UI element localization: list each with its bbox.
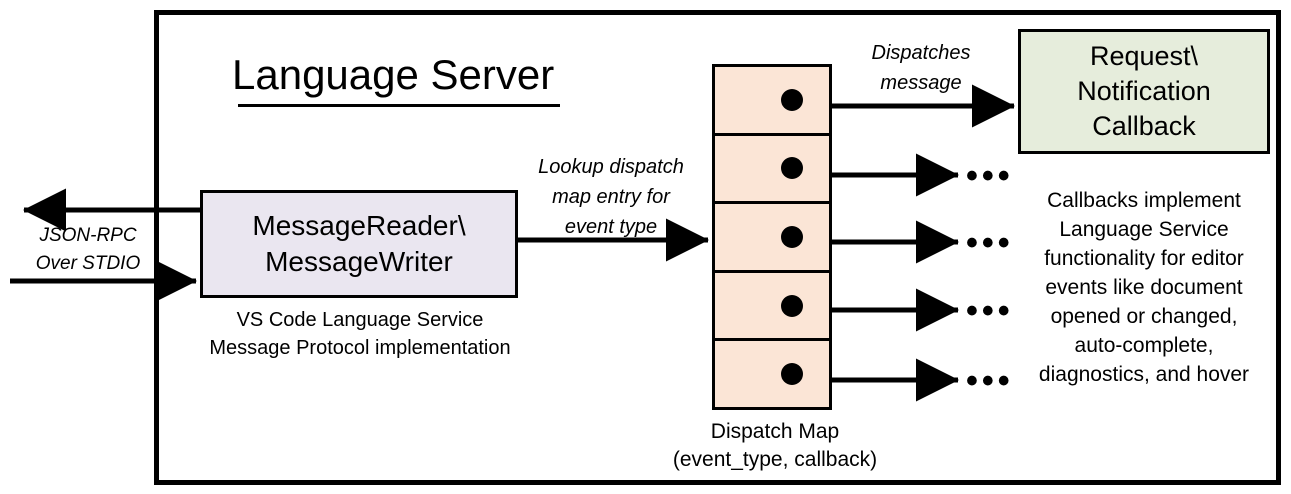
dispatch-map-row[interactable]	[715, 273, 829, 342]
dispatch-entry-dot-icon	[781, 363, 803, 386]
page-title-underline	[238, 104, 560, 107]
request-notification-callback-box[interactable]: Request\ Notification Callback	[1018, 29, 1270, 154]
dispatch-edge-label-line2: message	[880, 72, 962, 94]
dispatch-entry-dot-icon	[781, 157, 803, 180]
ellipsis-row-5: •••	[966, 362, 1014, 400]
callback-box-line3: Callback	[1092, 111, 1196, 141]
ellipsis-row-3: •••	[966, 224, 1014, 262]
callback-box-line2: Notification	[1077, 76, 1211, 106]
callback-caption-line5: opened or changed,	[1050, 305, 1238, 328]
dispatch-edge-label: Dispatches message	[826, 38, 1016, 98]
callback-caption-line2: Language Service	[1059, 218, 1229, 241]
callback-caption-line7: diagnostics, and hover	[1038, 363, 1250, 386]
callback-caption-line1: Callbacks implement	[1047, 189, 1241, 212]
message-reader-caption-line2: Message Protocol implementation	[209, 337, 511, 359]
dispatch-map-row[interactable]	[715, 136, 829, 205]
dispatch-entry-dot-icon	[781, 225, 803, 248]
callback-box-line1: Request\	[1089, 41, 1199, 71]
dispatch-edge-label-line1: Dispatches	[871, 42, 971, 64]
language-server-boundary	[154, 10, 1281, 485]
dispatch-map-row[interactable]	[715, 341, 829, 407]
message-reader-label: MessageReader\	[252, 210, 466, 241]
transport-label-line1: JSON-RPC	[39, 225, 137, 246]
dispatch-map-table[interactable]	[712, 64, 832, 410]
dispatch-map-caption-line1: Dispatch Map	[710, 420, 840, 443]
lookup-edge-label-line1: Lookup dispatch	[538, 156, 684, 178]
dispatch-map-row[interactable]	[715, 204, 829, 273]
message-writer-label: MessageWriter	[265, 246, 453, 277]
dispatch-map-caption: Dispatch Map (event_type, callback)	[640, 418, 910, 474]
ellipsis-row-2: •••	[966, 157, 1014, 195]
transport-label-line2: Over STDIO	[35, 253, 141, 274]
transport-label: JSON-RPC Over STDIO	[18, 222, 158, 278]
lookup-edge-label-line2: map entry for	[552, 186, 670, 208]
message-reader-caption: VS Code Language Service Message Protoco…	[190, 306, 530, 362]
dispatch-map-row[interactable]	[715, 67, 829, 136]
callback-caption-line4: events like document	[1045, 276, 1243, 299]
callback-caption: Callbacks implement Language Service fun…	[1010, 186, 1278, 389]
callback-caption-line6: auto-complete,	[1074, 334, 1214, 357]
callback-caption-line3: functionality for editor	[1044, 247, 1244, 270]
dispatch-entry-dot-icon	[781, 294, 803, 317]
page-title: Language Server	[232, 51, 555, 98]
message-reader-writer-box[interactable]: MessageReader\ MessageWriter	[200, 190, 518, 298]
lookup-edge-label: Lookup dispatch map entry for event type	[516, 152, 706, 242]
ellipsis-row-4: •••	[966, 292, 1014, 330]
lookup-edge-label-line3: event type	[564, 216, 658, 238]
dispatch-entry-dot-icon	[781, 88, 803, 111]
message-reader-caption-line1: VS Code Language Service	[236, 309, 484, 331]
dispatch-map-caption-line2: (event_type, callback)	[672, 448, 878, 471]
